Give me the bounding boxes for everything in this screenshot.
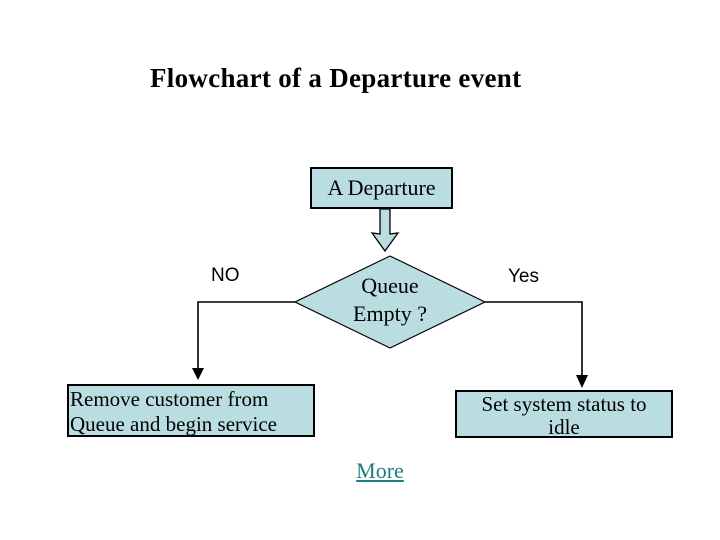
no-branch-arrowhead-icon bbox=[192, 368, 204, 380]
no-branch-label: NO bbox=[211, 265, 240, 286]
start-to-decision-arrow bbox=[370, 208, 400, 253]
more-link[interactable]: More bbox=[356, 458, 404, 483]
yes-branch-label: Yes bbox=[508, 266, 539, 287]
decision-diamond bbox=[293, 255, 487, 349]
yes-branch-arrowhead-icon bbox=[576, 375, 588, 388]
page-title: Flowchart of a Departure event bbox=[150, 63, 522, 93]
decision-diamond-label: Queue Empty ? bbox=[353, 273, 427, 326]
yes-branch-connector bbox=[485, 301, 583, 377]
remove-customer-box: Remove customer from Queue and begin ser… bbox=[67, 384, 315, 437]
set-idle-box: Set system status to idle bbox=[455, 390, 673, 438]
start-event-box: A Departure bbox=[310, 167, 453, 209]
no-branch-connector bbox=[197, 301, 295, 370]
